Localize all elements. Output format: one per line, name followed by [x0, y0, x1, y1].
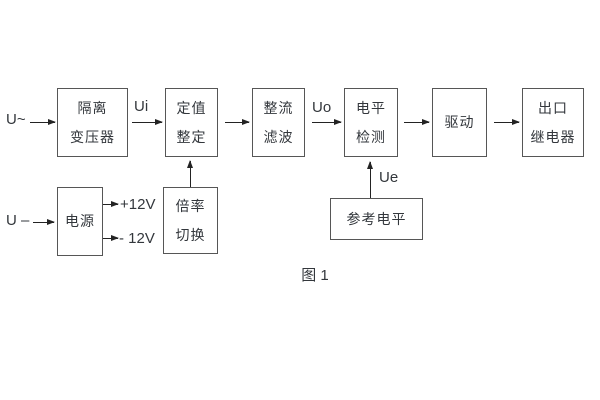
arrow-driver-to-relay	[494, 118, 520, 125]
label-signal-ui: Ui	[134, 98, 149, 115]
arrow-udc-to-power	[33, 218, 55, 225]
label-rail-pos: +12V	[120, 196, 156, 213]
block-label: 驱动	[444, 114, 475, 130]
block-setting-adjustment: 定值 整定	[165, 88, 218, 157]
arrow-level-to-driver	[404, 118, 430, 125]
arrow-power-to-neg12v	[103, 234, 119, 241]
label-input-ac: U~	[6, 111, 26, 128]
block-reference-level: 参考电平	[330, 198, 423, 240]
label-signal-uo: Uo	[312, 99, 332, 116]
arrow-rectifier-to-level	[312, 118, 342, 125]
label-input-dc: U –	[6, 212, 30, 229]
block-label: 变压器	[70, 128, 115, 145]
block-driver: 驱动	[432, 88, 487, 157]
arrow-power-to-pos12v	[103, 200, 119, 207]
block-ratio-switch: 倍率 切换	[163, 187, 218, 254]
label-signal-ue: Ue	[379, 169, 399, 186]
figure-caption: 图 1	[301, 267, 329, 284]
block-label: 整定	[176, 128, 207, 145]
block-isolation-transformer: 隔离 变压器	[57, 88, 128, 157]
arrow-transformer-to-setting	[132, 118, 163, 125]
block-label: 倍率	[175, 197, 206, 214]
block-label: 电源	[65, 213, 95, 229]
arrow-reference-to-level	[367, 161, 374, 198]
block-label: 出口	[538, 99, 568, 116]
label-rail-neg: - 12V	[119, 230, 155, 247]
block-label: 继电器	[530, 128, 576, 145]
arrow-ratio-to-setting	[187, 160, 194, 187]
arrow-setting-to-rectifier	[225, 118, 250, 125]
block-label: 滤波	[263, 128, 294, 145]
block-label: 定值	[176, 99, 207, 116]
block-label: 整流	[263, 99, 294, 116]
block-label: 检测	[356, 128, 386, 145]
block-label: 参考电平	[346, 210, 407, 227]
block-label: 电平	[356, 99, 386, 116]
block-level-detection: 电平 检测	[344, 88, 398, 157]
block-label: 切换	[175, 226, 206, 243]
arrow-uac-to-transformer	[30, 118, 56, 125]
block-rectifier-filter: 整流 滤波	[252, 88, 305, 157]
block-power-supply: 电源	[57, 187, 103, 256]
block-output-relay: 出口 继电器	[522, 88, 584, 157]
block-label: 隔离	[77, 99, 108, 116]
